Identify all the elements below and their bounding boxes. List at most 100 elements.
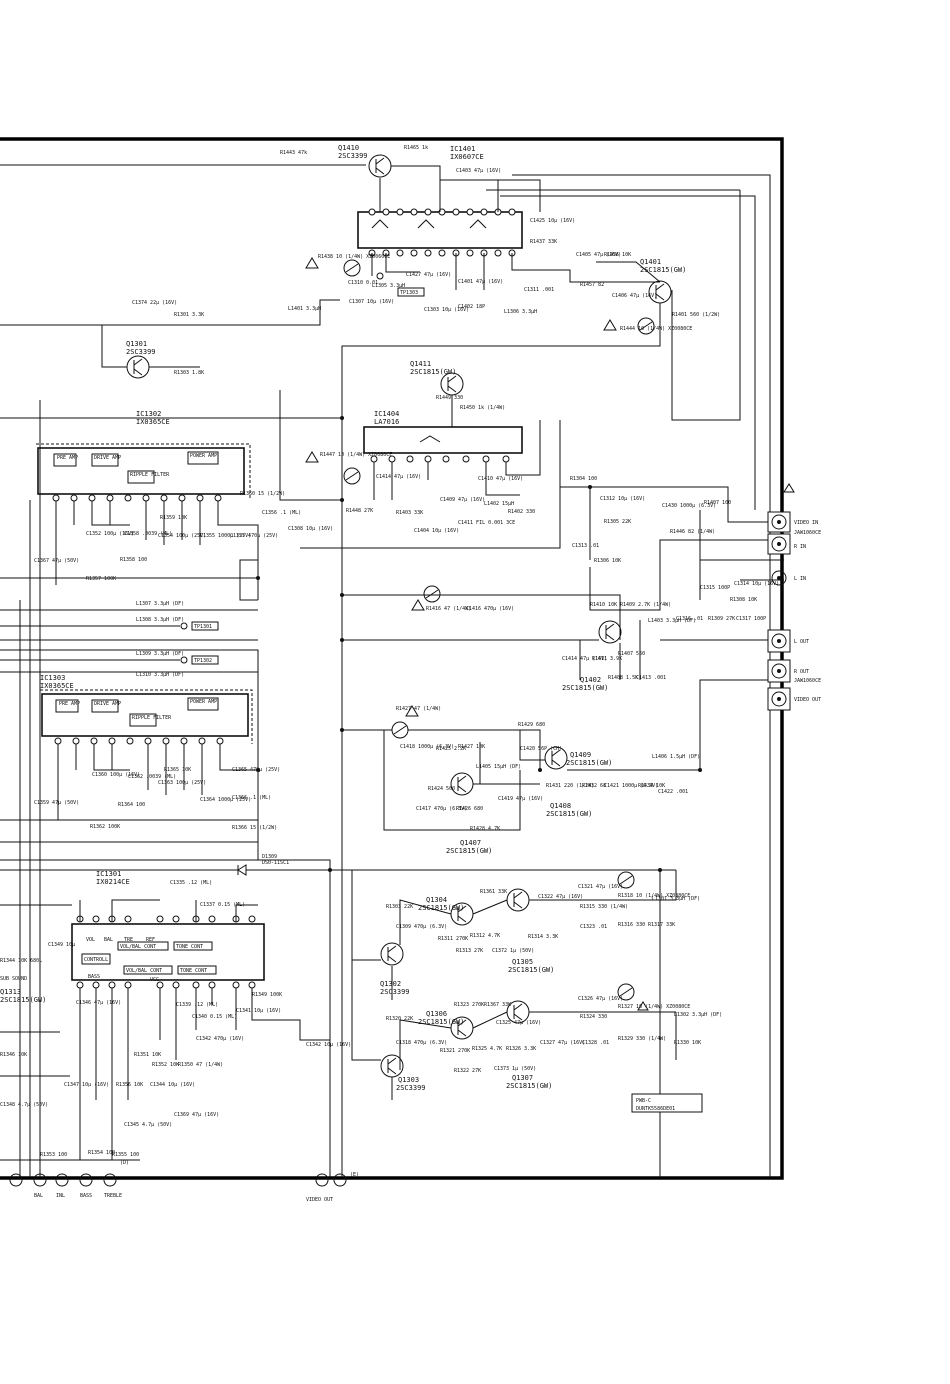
r1429-label: R1429 680 xyxy=(518,722,545,728)
c1328-label: C1328 .01 xyxy=(582,1040,609,1046)
c1417-label: C1417 470μ (6.3V) xyxy=(416,806,467,812)
junction-dots xyxy=(256,416,702,872)
jack-video-out[interactable]: VIDEO OUT xyxy=(767,687,821,711)
ic1401-ref: IC1401 xyxy=(450,145,475,153)
q1307-part: 2SC1815(GW) xyxy=(506,1082,552,1090)
jack-in-r-label: R IN xyxy=(794,544,806,550)
c1310-label: C1310 0.01 xyxy=(348,280,378,286)
r1359-label: R1359 10K xyxy=(160,515,187,521)
c1360-label: C1360 100μ (16V) xyxy=(92,772,140,778)
r1330-label: R1330 10K xyxy=(674,1040,701,1046)
jack-in-r[interactable]: R IN xyxy=(767,533,806,555)
r1316-label: R1316 330 xyxy=(618,922,645,928)
r1403-label: R1403 33K xyxy=(396,510,423,516)
r1407b-label: R1407 560 xyxy=(618,651,645,657)
q1307-ref: Q1307 xyxy=(512,1074,533,1082)
r1437-label: R1437 33K xyxy=(530,239,557,245)
ic1301-bass: BASS xyxy=(88,974,100,980)
r1329-label: R1329 330 (1/4W) xyxy=(618,1036,666,1042)
r1315-label: R1315 330 (1/4W) xyxy=(580,904,628,910)
q1401-part: 2SC1815(GW) xyxy=(640,266,686,274)
c1339-label: C1339 .12 (ML) xyxy=(176,1002,218,1008)
ic1301-volbal-top: VOL/BAL CONT xyxy=(120,944,156,950)
c1308-label: C1308 10μ (16V) xyxy=(288,526,333,532)
ic1301-ref: IC1301 xyxy=(96,870,121,878)
c1346-label: C1346 47μ (16V) xyxy=(76,1000,121,1006)
ic1303-pins xyxy=(54,737,224,745)
c1405-label: C1405 47μ (16V) xyxy=(576,252,621,258)
c1340-label: C1340 0.15 (ML) xyxy=(192,1014,237,1020)
ic1303-power: POWER AMP xyxy=(190,699,217,705)
l1402-label: L1402 15μH xyxy=(484,501,514,507)
c1411-label: C1411 FIL 0.001 3CE xyxy=(458,520,515,526)
q1304: Q1304 2SC1815(GW) xyxy=(418,896,474,926)
c1363-label: C1363 100μ (25V) xyxy=(158,780,206,786)
r1311-label: R1311 270K xyxy=(438,936,468,942)
r1303-label: R1303 1.8K xyxy=(174,370,204,376)
r1465-label: R1465 1k xyxy=(404,145,428,151)
jack-out-r[interactable]: R OUT xyxy=(767,659,809,683)
q1306-ref: Q1306 xyxy=(426,1010,447,1018)
ic1404-group xyxy=(363,426,523,463)
video-out-bottom-jack[interactable]: VIDEO OUT (E) xyxy=(306,1172,359,1203)
pwb-label: PWB-C DUNTK5586DE01 xyxy=(631,1093,703,1113)
r1432-label: R1432 68 xyxy=(582,783,606,789)
q1303: Q1303 2SC3399 xyxy=(380,1054,426,1092)
q1305-part: 2SC1815(GW) xyxy=(508,966,554,974)
q1402-part: 2SC1815(GW) xyxy=(562,684,608,692)
pwb-line2: DUNTK5586DE01 xyxy=(636,1106,675,1112)
jack-in-l[interactable]: L IN xyxy=(771,570,806,586)
r1318-label: R1318 10 (1/4W) XZ0080CE xyxy=(618,893,690,899)
c1322-label: C1322 47μ (16V) xyxy=(538,894,583,900)
r1367-label: R1367 33K xyxy=(484,1002,511,1008)
ic1301-ref-blk: REF xyxy=(146,937,155,943)
jack-out-l-label: L OUT xyxy=(794,639,809,645)
ic1301-part: IX0214CE xyxy=(96,878,130,886)
control-bass[interactable]: BASS xyxy=(79,1173,93,1199)
r1346-label: R1346 10K xyxy=(0,1052,27,1058)
c1420-label: C1420 56P (CH) xyxy=(520,746,562,752)
jack-out-l[interactable]: L OUT xyxy=(767,629,809,653)
r1308-label: R1308 10K xyxy=(730,597,757,603)
r1447-label: R1447 10 (1/4W) XZ0080CE xyxy=(320,452,392,458)
control-inl[interactable]: INL xyxy=(55,1173,69,1199)
c1349-label: C1349 10μ xyxy=(48,942,75,948)
c1406-label: C1406 47μ (16V) xyxy=(612,293,657,299)
control-treble[interactable]: TREBLE xyxy=(103,1173,122,1199)
r1323-label: R1323 270K xyxy=(454,1002,484,1008)
q1410-ref: Q1410 xyxy=(338,144,359,152)
c1352-label: C1352 100μ (16V) xyxy=(86,531,134,537)
q1305: Q1305 2SC1815(GW) xyxy=(506,888,554,974)
control-inl-label: INL xyxy=(56,1193,65,1199)
r1446-label: R1446 82 (1/4W) xyxy=(670,529,715,535)
c1422-label: C1422 .001 xyxy=(658,789,688,795)
r1438-label: R1438 10 (1/4W) XZ0060CE xyxy=(318,254,390,260)
r1304-label: R1304 100 xyxy=(570,476,597,482)
q1410-part: 2SC3399 xyxy=(338,152,368,160)
r1444-varistor: R1444 10 (1/4W) XZ0080CE xyxy=(603,317,692,335)
r1327-varistor xyxy=(617,983,649,1011)
r1301-label: R1301 3.3K xyxy=(174,312,204,318)
c1414b-label: C1414 47μ (16V) xyxy=(562,656,607,662)
ic1301-vol: VOL xyxy=(86,937,95,943)
r1443-label: R1443 47k xyxy=(280,150,307,156)
tp1301-label: TP1301 xyxy=(194,624,212,630)
c1359-label: C1359 47μ (50V) xyxy=(34,800,79,806)
ic1401-part: IX0607CE xyxy=(450,153,484,161)
ic1302-power: POWER AMP xyxy=(190,453,217,459)
control-bal[interactable]: BAL xyxy=(33,1173,47,1199)
c1409-label: C1409 47μ (16V) xyxy=(440,497,485,503)
jack-video-in[interactable]: VIDEO IN xyxy=(767,511,818,533)
r1447-varistor: R1447 10 (1/4W) XZ0080CE xyxy=(305,451,392,485)
d1309-ref: D1309 xyxy=(262,854,277,860)
r1322-label: R1322 27K xyxy=(454,1068,481,1074)
q1302-part: 2SC3399 xyxy=(380,988,410,996)
q1301-part: 2SC3399 xyxy=(126,348,156,356)
r1314-label: R1314 3.3K xyxy=(528,934,558,940)
jack-video-in-label: VIDEO IN xyxy=(794,520,818,526)
tp1302-label: TP1302 xyxy=(194,658,212,664)
c1364-label: C1364 1000μ (25V) xyxy=(200,797,251,803)
l1306-label: L1306 3.3μH xyxy=(504,309,537,315)
video-out-bottom-label: VIDEO OUT xyxy=(306,1197,333,1203)
c1342-label: C1342 470μ (16V) xyxy=(196,1036,244,1042)
